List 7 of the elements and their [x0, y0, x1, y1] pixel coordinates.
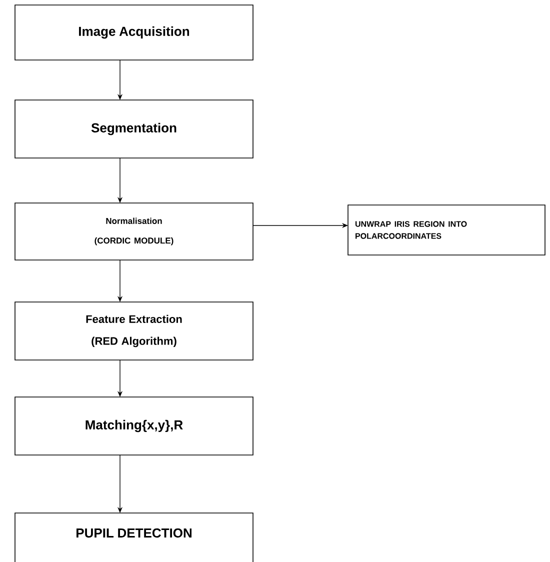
- process-box: Normalisation (CORDIC MODULE): [14, 202, 254, 260]
- process-box: Feature Extraction (RED Algorithm): [14, 302, 254, 360]
- process-box: PUPIL DETECTION: [14, 512, 254, 562]
- process-box: Matching{x,y},R: [14, 396, 254, 456]
- note-box: UNWRAP IRIS REGION INTO POLARCOORDINATES: [348, 204, 546, 256]
- process-box: Segmentation: [14, 100, 254, 158]
- process-box: Image Acquisition: [14, 4, 254, 60]
